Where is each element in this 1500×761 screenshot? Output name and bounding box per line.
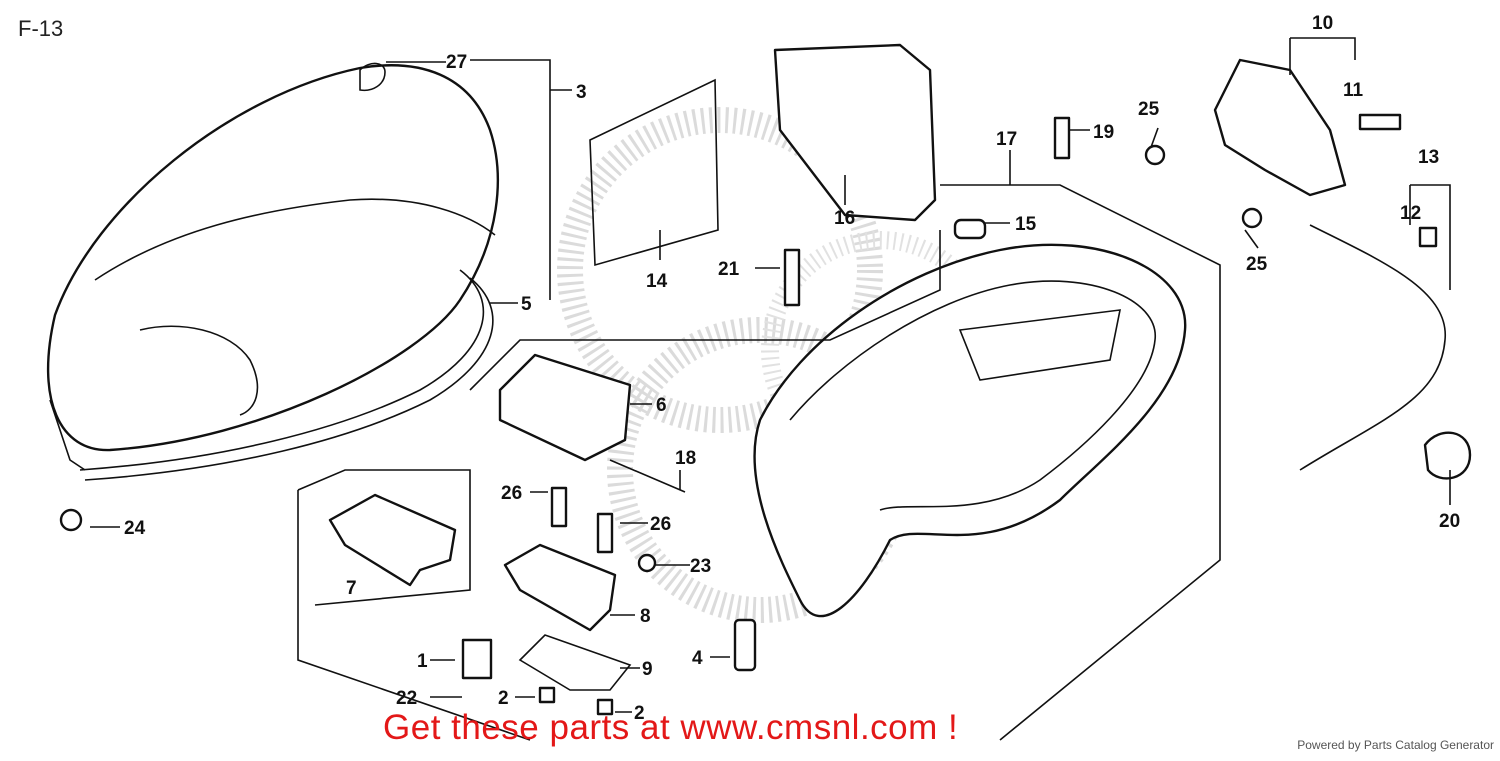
spring-11: [1358, 113, 1402, 131]
luggage-box: [753, 243, 1187, 618]
spring-12: [1418, 226, 1438, 248]
seat-lock: [1213, 58, 1347, 197]
callout-8: 8: [640, 606, 651, 627]
callout-12: 12: [1400, 203, 1421, 224]
document-sheet: [589, 78, 719, 267]
cushion-24: [59, 508, 83, 532]
callout-5: 5: [521, 294, 532, 315]
callout-21: 21: [718, 259, 740, 280]
bolt-25-upper: [1144, 144, 1166, 166]
callout-4: 4: [692, 648, 703, 669]
bolt-21: [783, 248, 801, 307]
callout-24: 24: [124, 518, 146, 539]
callout-23: 23: [690, 556, 711, 577]
callout-26b: 26: [650, 514, 671, 535]
bolt-19: [1053, 116, 1071, 160]
callout-13: 13: [1418, 147, 1439, 168]
battery-cover: [773, 43, 937, 222]
bolt-18: [609, 459, 686, 493]
callout-7: 7: [346, 578, 357, 599]
bolt-26b: [596, 512, 614, 554]
callout-10: 10: [1312, 13, 1333, 34]
callout-2a: 2: [498, 688, 509, 709]
nut-2b: [596, 698, 614, 716]
seat-assembly: [46, 62, 499, 452]
callout-15: 15: [1015, 214, 1037, 235]
nut-2a: [538, 686, 556, 704]
seat-lock-cable: [1299, 224, 1446, 471]
nut-23: [637, 553, 657, 573]
callout-3: 3: [576, 82, 587, 103]
page-code: F-13: [18, 16, 64, 41]
bracket: [498, 353, 632, 462]
credit-text: Powered by Parts Catalog Generator: [1297, 738, 1494, 752]
grommet: [1423, 431, 1472, 480]
promo-link-text[interactable]: Get these parts at www.cmsnl.com !: [383, 708, 959, 747]
callout-9: 9: [642, 659, 653, 680]
callout-22: 22: [396, 688, 417, 709]
cap-15: [953, 218, 987, 240]
clip-4: [733, 618, 757, 672]
callout-25-upper: 25: [1138, 99, 1160, 120]
callout-11: 11: [1343, 80, 1364, 101]
callout-19: 19: [1093, 122, 1114, 143]
callout-14: 14: [646, 271, 668, 292]
seat-trim: [79, 269, 485, 471]
callout-2b: 2: [634, 703, 645, 724]
callout-1: 1: [417, 651, 428, 672]
callout-labels: 27 3 5 14 16 17 19 25 15 10 11 13 12 25 …: [124, 13, 1460, 724]
hinge-plate: [328, 493, 457, 587]
callout-6: 6: [656, 395, 667, 416]
callout-25-lower: 25: [1246, 254, 1268, 275]
callout-20: 20: [1439, 511, 1460, 532]
spring-plate: [518, 634, 632, 691]
callout-27: 27: [446, 52, 467, 73]
callout-16: 16: [834, 208, 855, 229]
bolt-25-lower: [1241, 207, 1263, 229]
hinge-base: [503, 543, 617, 632]
bolt-26a: [550, 486, 568, 528]
callout-26a: 26: [501, 483, 522, 504]
callout-18: 18: [675, 448, 696, 469]
switch-1: [461, 638, 493, 680]
callout-17: 17: [996, 129, 1017, 150]
